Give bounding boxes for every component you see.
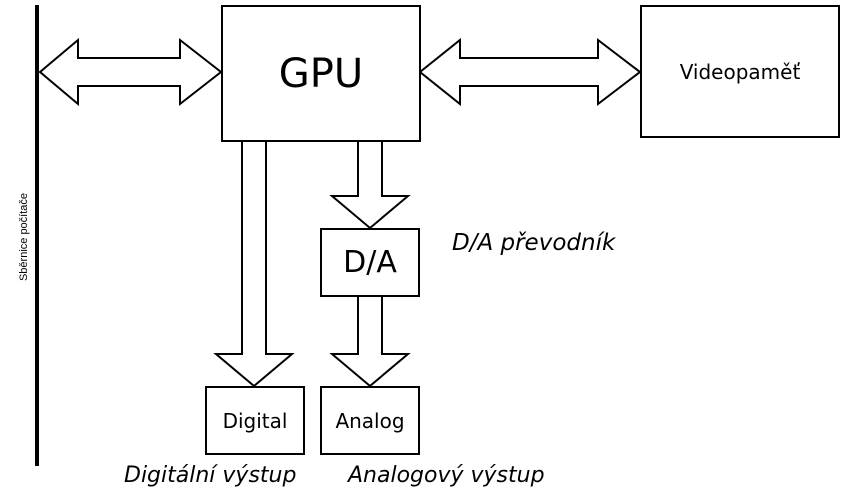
arrow-da-analog [329,295,411,388]
arrow-gpu-vram [418,37,642,107]
arrow-gpu-da [329,139,411,230]
arrow-bus-gpu [38,37,223,107]
digital-label: Digital [222,408,288,433]
digital-block: Digital [205,386,305,455]
analog-label: Analog [335,408,405,433]
da-block: D/A [320,228,420,297]
da-converter-annotation: D/A převodník [452,230,616,256]
arrow-gpu-digital [213,139,295,388]
vram-label: Videopaměť [679,59,801,84]
analog-output-annotation: Analogový výstup [348,463,545,488]
gpu-label: GPU [278,50,364,97]
da-label: D/A [343,245,397,280]
digital-output-annotation: Digitální výstup [124,463,297,488]
analog-block: Analog [320,386,420,455]
vram-block: Videopaměť [640,5,840,138]
gpu-block: GPU [221,5,421,142]
